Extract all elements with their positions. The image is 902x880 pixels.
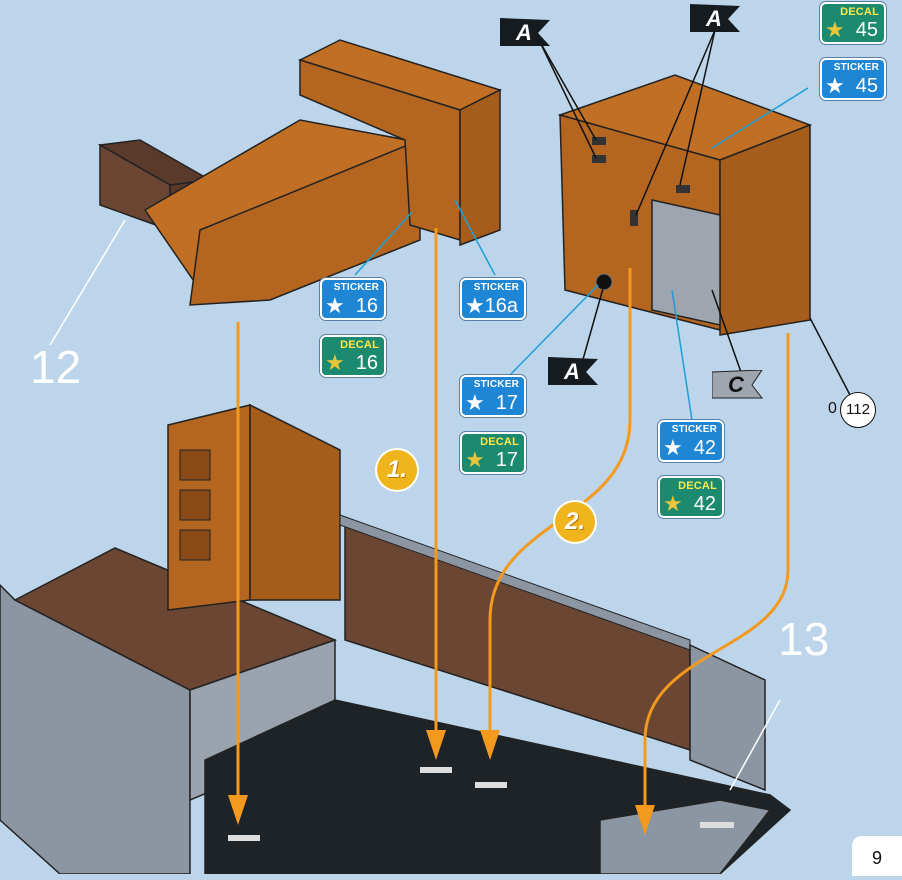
flag-c: C bbox=[712, 370, 764, 400]
badge-number: 45 bbox=[856, 75, 878, 97]
flag-letter: C bbox=[728, 372, 744, 398]
badge-kind: STICKER bbox=[474, 282, 519, 293]
part-quantity: 0 bbox=[828, 400, 837, 418]
badge-number: 16a bbox=[485, 295, 518, 317]
rear-cabinet-slot bbox=[180, 530, 210, 560]
badge-number: 17 bbox=[496, 392, 518, 414]
badge-kind: DECAL bbox=[840, 6, 879, 18]
part-number-circle: 112 bbox=[840, 392, 876, 428]
decal-45-badge: ★ DECAL 45 bbox=[820, 2, 886, 44]
floor-slot bbox=[700, 822, 734, 828]
drawer-handle bbox=[676, 185, 690, 193]
bench-part bbox=[100, 40, 500, 305]
badge-kind: STICKER bbox=[474, 379, 519, 390]
flag-letter: A bbox=[564, 359, 580, 385]
decal-17-badge: ★ DECAL 17 bbox=[460, 432, 526, 474]
star-icon: ★ bbox=[663, 437, 683, 459]
badge-number: 42 bbox=[694, 437, 716, 459]
badge-kind: STICKER bbox=[334, 282, 379, 293]
flag-letter: A bbox=[706, 6, 722, 32]
step-2-label: 2. bbox=[565, 508, 585, 535]
floor-slot bbox=[475, 782, 507, 788]
badge-kind: DECAL bbox=[340, 339, 379, 351]
badge-kind: DECAL bbox=[678, 480, 717, 492]
sticker-16-badge: ★ STICKER 16 bbox=[320, 278, 386, 320]
decal-16-badge: ★ DECAL 16 bbox=[320, 335, 386, 377]
star-icon: ★ bbox=[325, 352, 345, 374]
sticker-17-badge: ★ STICKER 17 bbox=[460, 375, 526, 417]
rear-cabinet-slot bbox=[180, 450, 210, 480]
step-2-marker: 2. bbox=[553, 500, 597, 544]
flag-a-right-top: A bbox=[690, 4, 742, 34]
flag-a-left-top: A bbox=[500, 18, 552, 48]
flag-leader bbox=[810, 318, 850, 395]
fridge-door bbox=[652, 200, 720, 325]
star-icon: ★ bbox=[325, 295, 345, 317]
rear-cabinet-slot bbox=[180, 490, 210, 520]
badge-number: 45 bbox=[856, 19, 878, 41]
sticker-16a-badge: ★ STICKER 16a bbox=[460, 278, 526, 320]
drawer-handle bbox=[592, 155, 606, 163]
drawer-handle bbox=[592, 137, 606, 145]
step-1-label: 1. bbox=[387, 456, 407, 483]
badge-kind: STICKER bbox=[672, 424, 717, 435]
part-13-label: 13 bbox=[778, 612, 829, 666]
badge-number: 42 bbox=[694, 493, 716, 515]
badge-number: 17 bbox=[496, 449, 518, 471]
badge-number: 16 bbox=[356, 352, 378, 374]
part-12-label: 12 bbox=[30, 340, 81, 394]
star-icon: ★ bbox=[825, 75, 845, 97]
floor-slot bbox=[420, 767, 452, 773]
cabinet-side bbox=[720, 125, 810, 335]
sticker-42-badge: ★ STICKER 42 bbox=[658, 420, 724, 462]
star-icon: ★ bbox=[465, 295, 485, 317]
step-1-marker: 1. bbox=[375, 448, 419, 492]
star-icon: ★ bbox=[465, 449, 485, 471]
page-number: 9 bbox=[852, 836, 902, 876]
cabinet-part bbox=[560, 75, 810, 335]
part-leader bbox=[50, 220, 125, 345]
rear-cabinet-front bbox=[250, 405, 340, 600]
floor-slot bbox=[228, 835, 260, 841]
badge-kind: STICKER bbox=[834, 62, 879, 73]
star-icon: ★ bbox=[663, 493, 683, 515]
right-wall bbox=[690, 645, 765, 790]
flag-a-bottom: A bbox=[548, 357, 600, 387]
badge-kind: DECAL bbox=[480, 436, 519, 448]
flag-letter: A bbox=[516, 20, 532, 46]
star-icon: ★ bbox=[465, 392, 485, 414]
badge-number: 16 bbox=[356, 295, 378, 317]
star-icon: ★ bbox=[825, 19, 845, 41]
decal-42-badge: ★ DECAL 42 bbox=[658, 476, 724, 518]
sticker-45-badge: ★ STICKER 45 bbox=[820, 58, 886, 100]
